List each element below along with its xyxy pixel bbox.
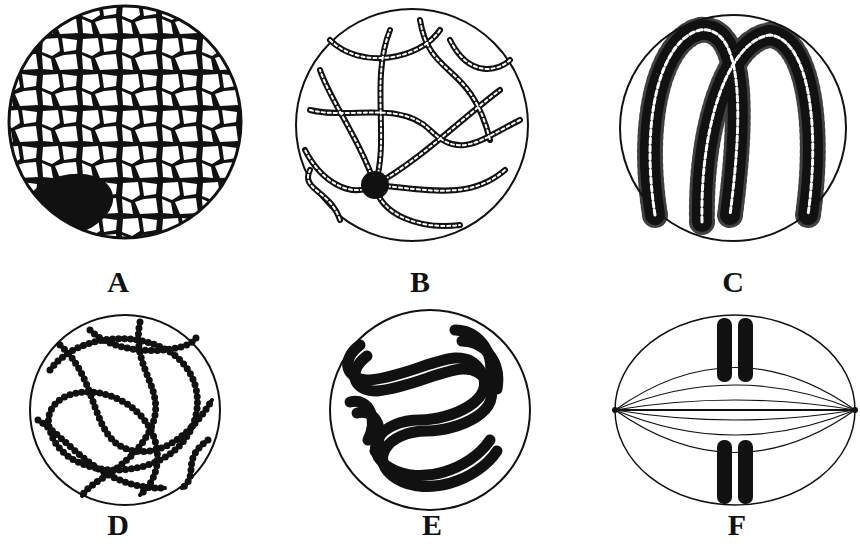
stage-letter: F	[728, 510, 746, 540]
tangled-threads	[30, 315, 220, 505]
stage-letter: E	[422, 510, 442, 540]
spireme-nucleus	[296, 9, 528, 241]
stage-letter: D	[107, 510, 129, 540]
stage-letter: A	[107, 267, 129, 297]
resting-nucleus	[9, 6, 241, 246]
split-chromosomes	[330, 310, 530, 510]
chromosome-loops	[620, 15, 846, 241]
stage-letter: B	[410, 267, 430, 297]
spindle-figure	[612, 315, 858, 505]
stage-letter: C	[722, 267, 744, 297]
